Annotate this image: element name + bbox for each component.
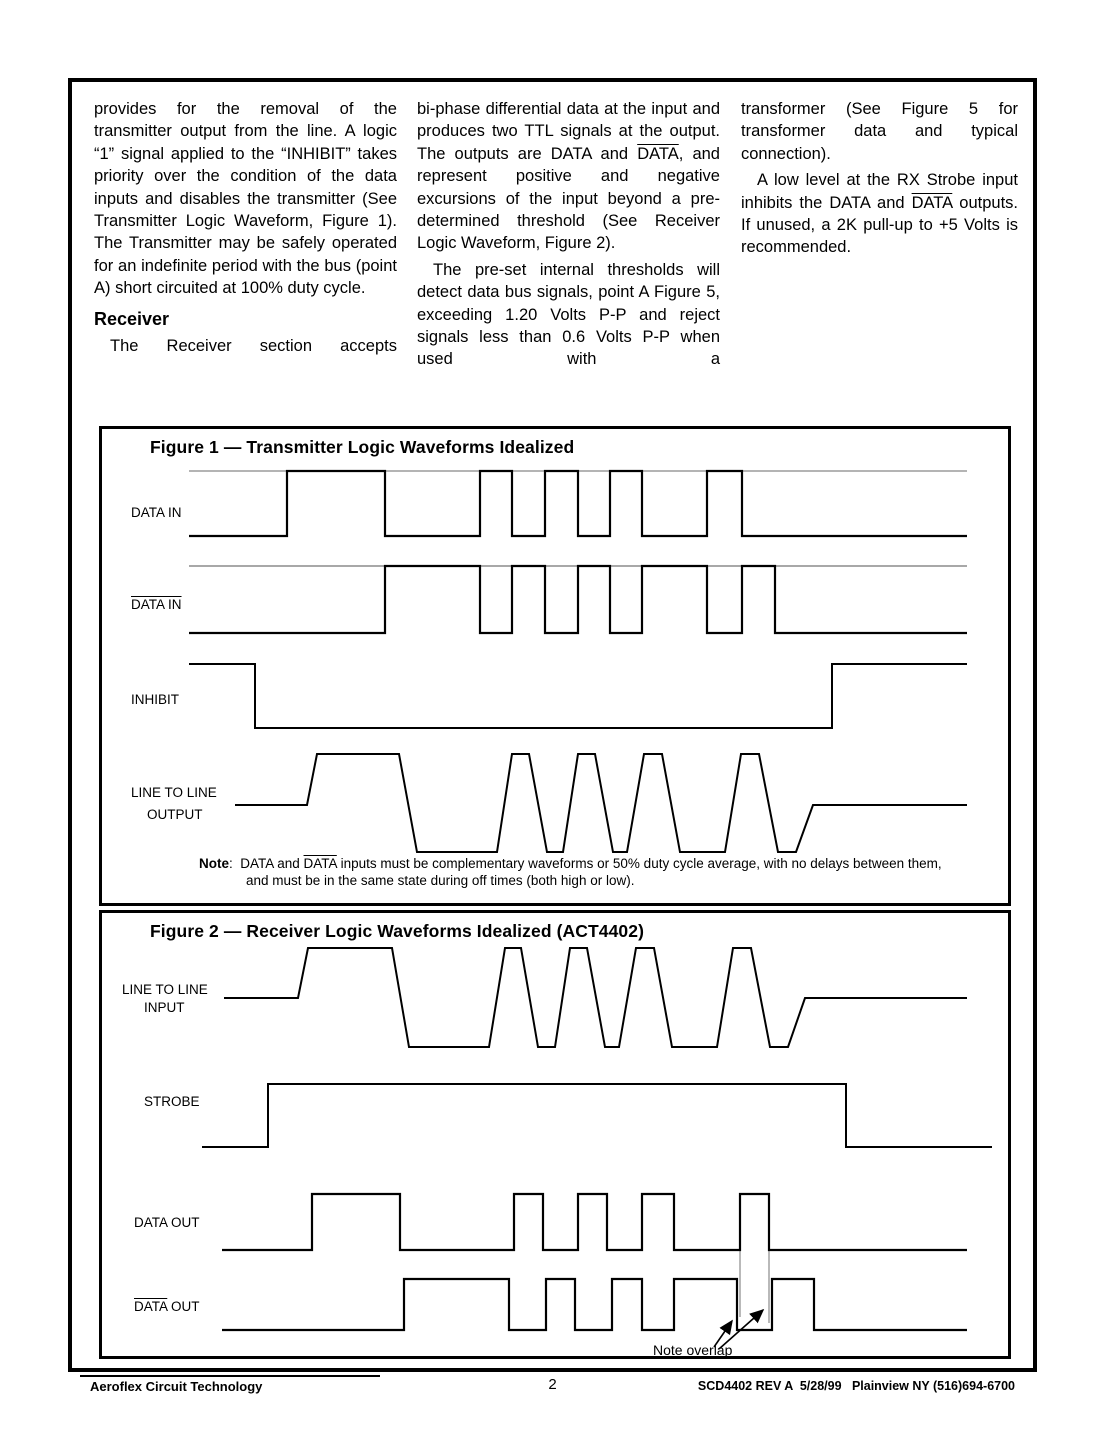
line-to-line-output-waveform [235,753,967,853]
figure2-box: Figure 2 — Receiver Logic Waveforms Idea… [99,910,1011,1359]
text-run: outputs. If unused, a 2K pull-up to +5 V… [741,193,1019,257]
data-in-label: DATA IN [131,505,182,520]
receiver-heading: Receiver [94,308,170,329]
note-line2: and must be in the same state during off… [246,873,635,888]
inhibit-label: INHIBIT [131,692,180,707]
data-out-bar-label-overlined: DATA [134,1299,168,1314]
figure2-title: Figure 2 — Receiver Logic Waveforms Idea… [150,921,645,941]
data-overline-text: DATA [911,193,953,212]
data-in-waveform [189,469,967,538]
column-1: provides for the removal of the transmit… [94,98,397,371]
data-out-label: DATA OUT [134,1215,200,1230]
note-overlap-annotation: Note overlap [653,1342,733,1358]
footer-company: Aeroflex Circuit Technology [90,1379,263,1394]
line-to-line-input-label-line1: LINE TO LINE [122,982,208,997]
figure2-waveforms [202,947,992,1350]
paragraph-thresholds: The pre-set internal thresholds will det… [417,260,720,369]
text-run: bi-phase differential data at the input … [417,100,720,163]
text-run: inputs must be complementary waveforms o… [336,856,942,871]
footer-rule [80,1375,380,1377]
line-to-line-output-label-line2: OUTPUT [147,807,203,822]
data-overline-text: DATA [637,144,679,163]
note-line1: Note: DATA and DATA inputs must be compl… [199,855,942,872]
figure1-waveforms [189,469,967,853]
note-separator: : [229,856,241,871]
data-in-bar-label-text: DATA IN [131,597,182,612]
figure1-box: Figure 1 — Transmitter Logic Waveforms I… [99,426,1011,906]
text-columns: provides for the removal of the transmit… [94,98,1020,371]
text-run: A low level at the RX Strobe input inhib… [741,171,1018,212]
data-out-bar-label: DATA OUT [134,1299,200,1314]
paragraph-biphase: bi-phase differential data at the input … [417,98,720,255]
paragraph-rx-strobe: A low level at the RX Strobe input inhib… [741,169,1018,259]
line-to-line-input-waveform [224,947,967,1048]
page-border: provides for the removal of the transmit… [68,78,1037,1372]
data-in-bar-waveform [189,564,967,635]
strobe-label: STROBE [144,1094,200,1109]
overlap-arrow-right [718,1308,765,1350]
paragraph-transformer: transformer (See Figure 5 for transforme… [741,100,1018,163]
footer-page-number: 2 [548,1376,557,1393]
data-out-bar-waveform [222,1277,967,1332]
note-label: Note [199,856,229,871]
inhibit-waveform [189,663,967,729]
paragraph-receiver-intro: The Receiver section accepts [110,336,397,355]
data-overline-text: DATA [303,856,337,871]
line-to-line-input-label-line2: INPUT [144,1000,185,1015]
paragraph-transmitter: provides for the removal of the transmit… [94,100,397,298]
figure1-note: Note: DATA and DATA inputs must be compl… [199,855,942,889]
text-run: DATA and [240,856,304,871]
footer-doc-ref: SCD4402 REV A 5/28/99 Plainview NY (516)… [697,1379,1015,1393]
text-run: , and represent positive and negative ex… [417,144,720,253]
strobe-waveform [202,1083,992,1148]
data-out-bar-label-rest: OUT [167,1299,200,1314]
data-in-bar-label: DATA IN [131,597,182,612]
column-2: bi-phase differential data at the input … [417,98,720,371]
line-to-line-output-label-line1: LINE TO LINE [131,785,217,800]
overlap-arrow-left [713,1319,733,1348]
data-out-waveform [222,1192,967,1252]
column-3: transformer (See Figure 5 for transforme… [741,98,1018,371]
figure1-title: Figure 1 — Transmitter Logic Waveforms I… [150,437,575,457]
